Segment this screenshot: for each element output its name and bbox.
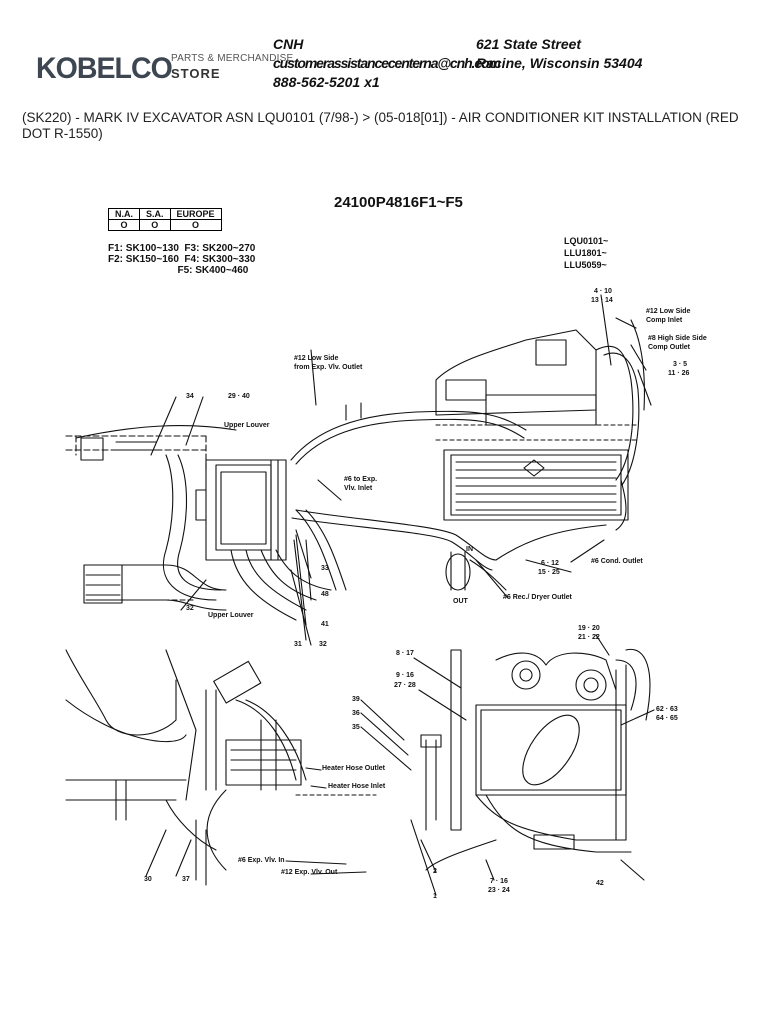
region-value-sa: O xyxy=(139,219,171,231)
contact-email[interactable]: customerassistancecenterna@cnh.com xyxy=(273,55,501,71)
callout-label: 32 xyxy=(186,605,194,612)
callout-label: Vlv. Inlet xyxy=(344,485,373,492)
serial-line: LLU5059~ xyxy=(564,260,607,270)
callout-label: 7 · 16 xyxy=(490,878,508,885)
callout-label: 4 · 10 xyxy=(594,288,612,295)
callout-label: 36 xyxy=(352,710,360,717)
callout-label: 21 · 22 xyxy=(578,634,600,641)
callout-label: 1 xyxy=(433,893,437,900)
part-number: 24100P4816F1~F5 xyxy=(334,194,463,211)
callout-label: 6 · 12 xyxy=(541,560,559,567)
callout-label: 41 xyxy=(321,621,329,628)
callout-label: Heater Hose Inlet xyxy=(328,783,386,790)
callout-label: 34 xyxy=(186,393,194,400)
callout-label: 19 · 20 xyxy=(578,625,600,632)
model-line: F1: SK100~130 F3: SK200~270 xyxy=(108,243,256,254)
serial-line: LQU0101~ xyxy=(564,236,609,246)
street-address: 621 State Street xyxy=(476,36,582,52)
callout-label: 3 · 5 xyxy=(673,361,688,368)
callout-label: #12 Low Side xyxy=(646,308,691,315)
callout-label: 32 xyxy=(319,641,327,648)
callout-label: #12 Low Side xyxy=(294,355,339,362)
callout-label: 29 · 40 xyxy=(228,393,250,400)
callout-label: #8 High Side Side xyxy=(648,335,707,342)
callout-label: 27 · 28 xyxy=(394,682,416,689)
page-header: KOBELCO PARTS & MERCHANDISE STORE CNH cu… xyxy=(0,0,768,100)
callout-label: from Exp. Vlv. Outlet xyxy=(294,364,363,371)
callout-label: OUT xyxy=(453,598,468,605)
callout-label: IN xyxy=(466,546,473,553)
model-line: F5: SK400~460 xyxy=(108,265,249,276)
callout-label: Heater Hose Outlet xyxy=(322,765,386,772)
city-address: Racine, Wisconsin 53404 xyxy=(476,55,643,71)
region-value-na: O xyxy=(108,219,140,231)
callout-label: 11 · 26 xyxy=(668,370,690,377)
store-tagline: PARTS & MERCHANDISE xyxy=(171,53,294,64)
callout-label: #6 Rec./ Dryer Outlet xyxy=(503,594,572,601)
callout-label: 31 xyxy=(294,641,302,648)
contact-phone: 888-562-5201 x1 xyxy=(273,74,380,90)
callout-label: Upper Louver xyxy=(208,612,254,619)
region-header-sa: S.A. xyxy=(139,208,171,220)
callout-label: 15 · 25 xyxy=(538,569,560,576)
serial-list: LQU0101~ LLU1801~ LLU5059~ xyxy=(564,235,608,271)
parts-diagram: 24100P4816F1~F5 N.A. S.A. EUROPE O O O F… xyxy=(56,180,718,902)
region-header-na: N.A. xyxy=(108,208,140,220)
callout-label: #6 Cond. Outlet xyxy=(591,558,643,565)
callout-label: 62 · 63 xyxy=(656,706,678,713)
callout-label: #12 Exp. Vlv. Out xyxy=(281,869,338,876)
callout-label: 35 xyxy=(352,724,360,731)
callout-label: 37 xyxy=(182,876,190,883)
callout-label: 64 · 65 xyxy=(656,715,678,722)
company-name: CNH xyxy=(273,36,304,52)
callout-label: 33 xyxy=(321,565,329,572)
diagram-drawing xyxy=(65,294,655,896)
callout-label: 2 xyxy=(433,868,437,875)
callout-label: 30 xyxy=(144,876,152,883)
callout-label: 42 xyxy=(596,880,604,887)
callout-label: 8 · 17 xyxy=(396,650,414,657)
region-table: N.A. S.A. EUROPE O O O xyxy=(108,208,222,231)
callout-label: Comp Outlet xyxy=(648,344,690,351)
model-line: F2: SK150~160 F4: SK300~330 xyxy=(108,254,256,265)
kobelco-logo[interactable]: KOBELCO xyxy=(36,52,173,85)
store-label: STORE xyxy=(171,66,221,81)
page-title: (SK220) - MARK IV EXCAVATOR ASN LQU0101 … xyxy=(22,110,739,141)
serial-line: LLU1801~ xyxy=(564,248,607,258)
callout-label: 39 xyxy=(352,696,360,703)
callout-label: #6 to Exp. xyxy=(344,476,378,483)
callout-label: 23 · 24 xyxy=(488,887,510,894)
region-value-europe: O xyxy=(169,219,222,231)
callout-label: Comp Inlet xyxy=(646,317,683,324)
callout-label: 9 · 16 xyxy=(396,672,414,679)
callout-label: 48 xyxy=(321,591,329,598)
callout-label: #6 Exp. Vlv. In xyxy=(238,857,285,864)
callout-label: 13 · 14 xyxy=(591,297,613,304)
region-header-europe: EUROPE xyxy=(169,208,222,220)
callout-label: Upper Louver xyxy=(224,422,270,429)
